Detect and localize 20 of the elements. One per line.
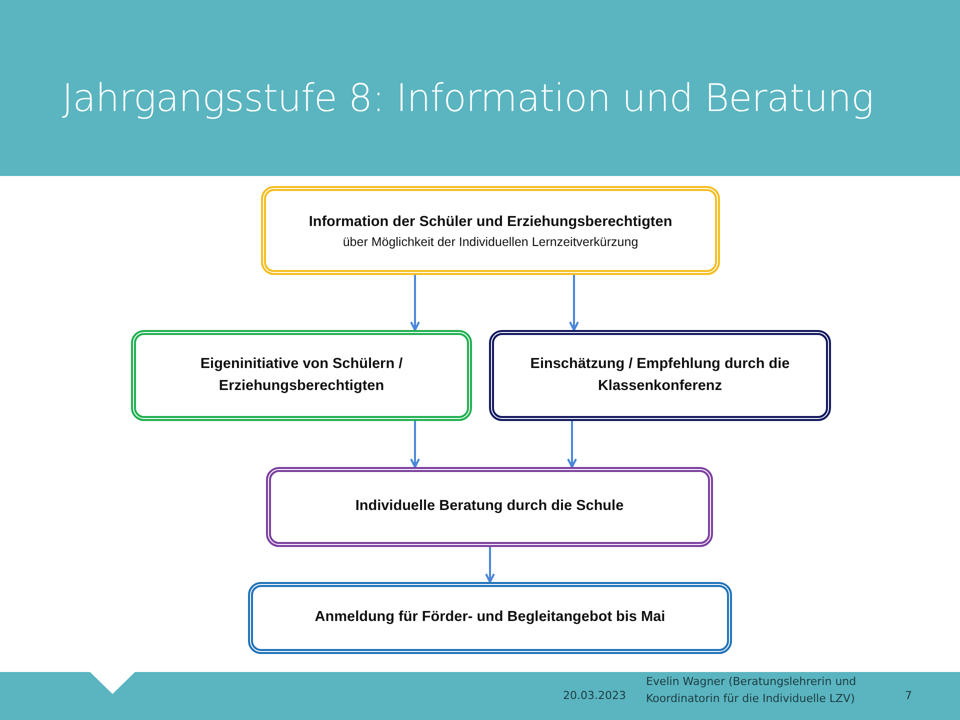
footer-date: 20.03.2023 xyxy=(563,688,627,704)
arrow xyxy=(569,275,579,331)
arrow xyxy=(485,547,495,583)
page-number: 7 xyxy=(905,688,913,704)
arrow xyxy=(410,275,420,331)
slide-title: Jahrgangsstufe 8: Information und Beratung xyxy=(62,76,874,120)
process-box xyxy=(131,330,472,421)
box-heading: Einschätzung / Empfehlung durch die Klassenkonferenz xyxy=(529,355,791,396)
footer-author: Evelin Wagner (Beratungslehrerin und Koordinatorin für die Individuelle LZV) xyxy=(646,674,858,706)
process-box xyxy=(261,186,720,275)
arrow xyxy=(410,421,420,468)
box-heading: Individuelle Beratung durch die Schule xyxy=(355,497,624,516)
box-heading: Anmeldung für Förder- und Begleitangebot bis Mai xyxy=(314,608,666,628)
box-subtext: über Möglichkeit der Individuellen Lernzeitverkürzung xyxy=(342,235,638,249)
box-heading: Information der Schüler und Erziehungsberechtigten xyxy=(308,212,672,232)
process-box xyxy=(489,330,831,421)
process-box xyxy=(266,467,713,547)
box-heading: Eigeninitiative von Schülern / Erziehungsberechtigten xyxy=(199,355,404,396)
process-box xyxy=(248,582,732,654)
arrow xyxy=(567,421,577,468)
